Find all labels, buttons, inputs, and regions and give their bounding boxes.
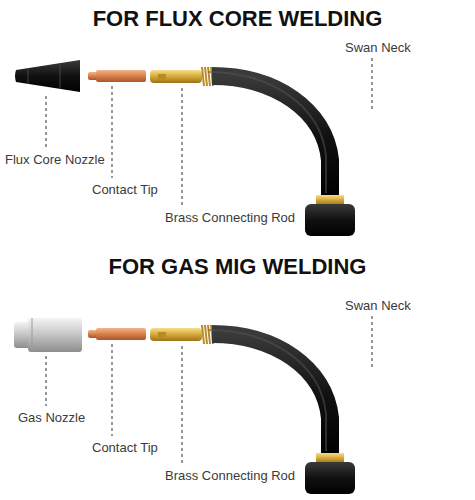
part-name: Gas Nozzle: [18, 410, 85, 426]
part-name: Contact Tip: [92, 440, 158, 456]
part-name: Contact Tip: [92, 182, 158, 198]
part-name: Swan Neck: [345, 40, 411, 56]
part-name: Swan Neck: [345, 298, 411, 314]
section-heading: FOR FLUX CORE WELDING: [0, 6, 475, 32]
part-name: Brass Connecting Rod: [165, 468, 295, 484]
part-name: Flux Core Nozzle: [5, 152, 105, 168]
section-heading: FOR GAS MIG WELDING: [0, 254, 475, 280]
part-name: Brass Connecting Rod: [165, 210, 295, 226]
